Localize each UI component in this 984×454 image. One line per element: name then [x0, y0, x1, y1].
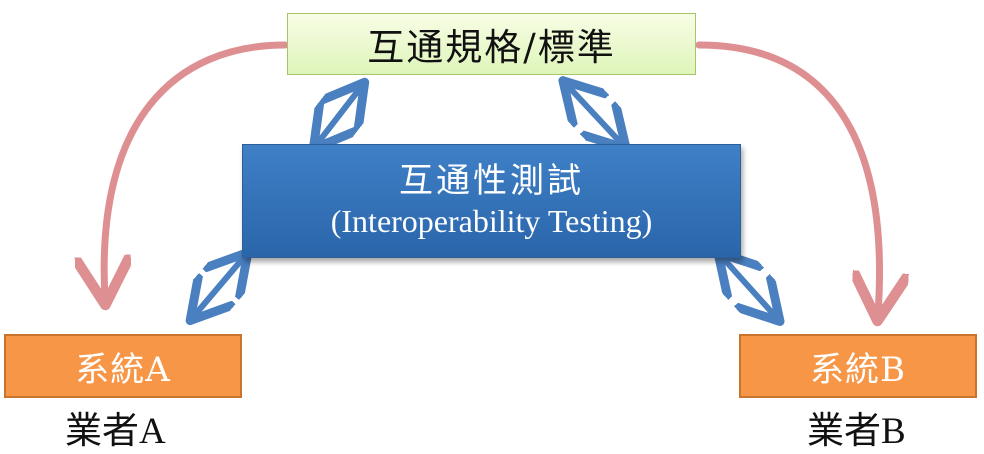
curved-arrow-standard-to-system-b	[695, 41, 880, 314]
interoperability-testing-box: 互通性測試 (Interoperability Testing)	[242, 144, 741, 258]
curved-arrow-standard-to-system-a	[104, 41, 289, 298]
arrow-test-to-standard-left	[317, 87, 361, 144]
arrow-test-to-system-b	[722, 257, 776, 317]
vendor-b-label: 業者B	[807, 411, 906, 452]
interoperability-testing-title: 互通性測試	[399, 161, 584, 202]
system-b-label: 系統B	[810, 349, 906, 390]
standard-label: 互通規格/標準	[367, 26, 616, 69]
system-b-box: 系統B	[739, 334, 977, 398]
interoperability-testing-subtitle: (Interoperability Testing)	[330, 203, 653, 240]
arrow-test-to-system-a	[194, 257, 244, 316]
standard-box: 互通規格/標準	[287, 13, 696, 75]
arrow-test-to-standard-right	[567, 85, 622, 144]
vendor-a-label: 業者A	[65, 411, 166, 452]
system-a-label: 系統A	[75, 349, 171, 390]
system-a-box: 系統A	[4, 334, 242, 398]
